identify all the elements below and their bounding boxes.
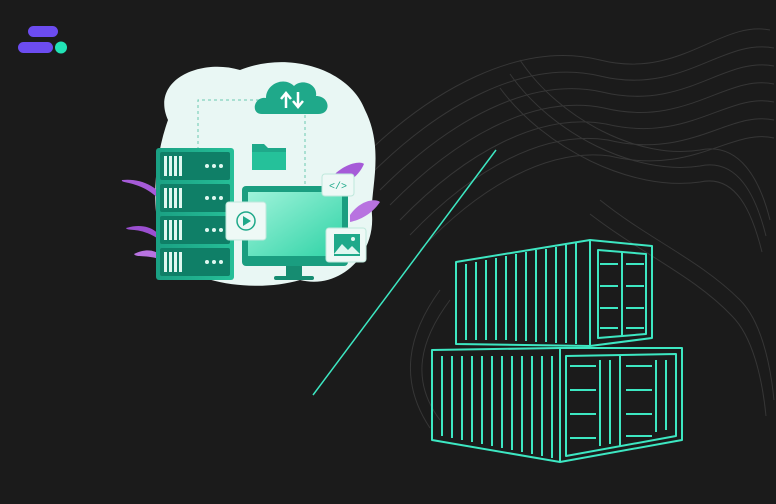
play-video-icon <box>225 201 267 241</box>
brand-logo-icon[interactable] <box>18 26 67 54</box>
top-container <box>455 239 653 347</box>
shipping-containers-icon <box>431 239 683 463</box>
cloud-sync-icon <box>254 81 328 114</box>
code-icon: </> <box>321 173 355 197</box>
bottom-container <box>431 347 683 463</box>
divider-line <box>312 149 497 396</box>
server-rack-icon <box>156 148 234 280</box>
folder-icon <box>252 144 286 170</box>
code-tag-text: </> <box>329 181 347 193</box>
image-icon <box>325 227 367 263</box>
